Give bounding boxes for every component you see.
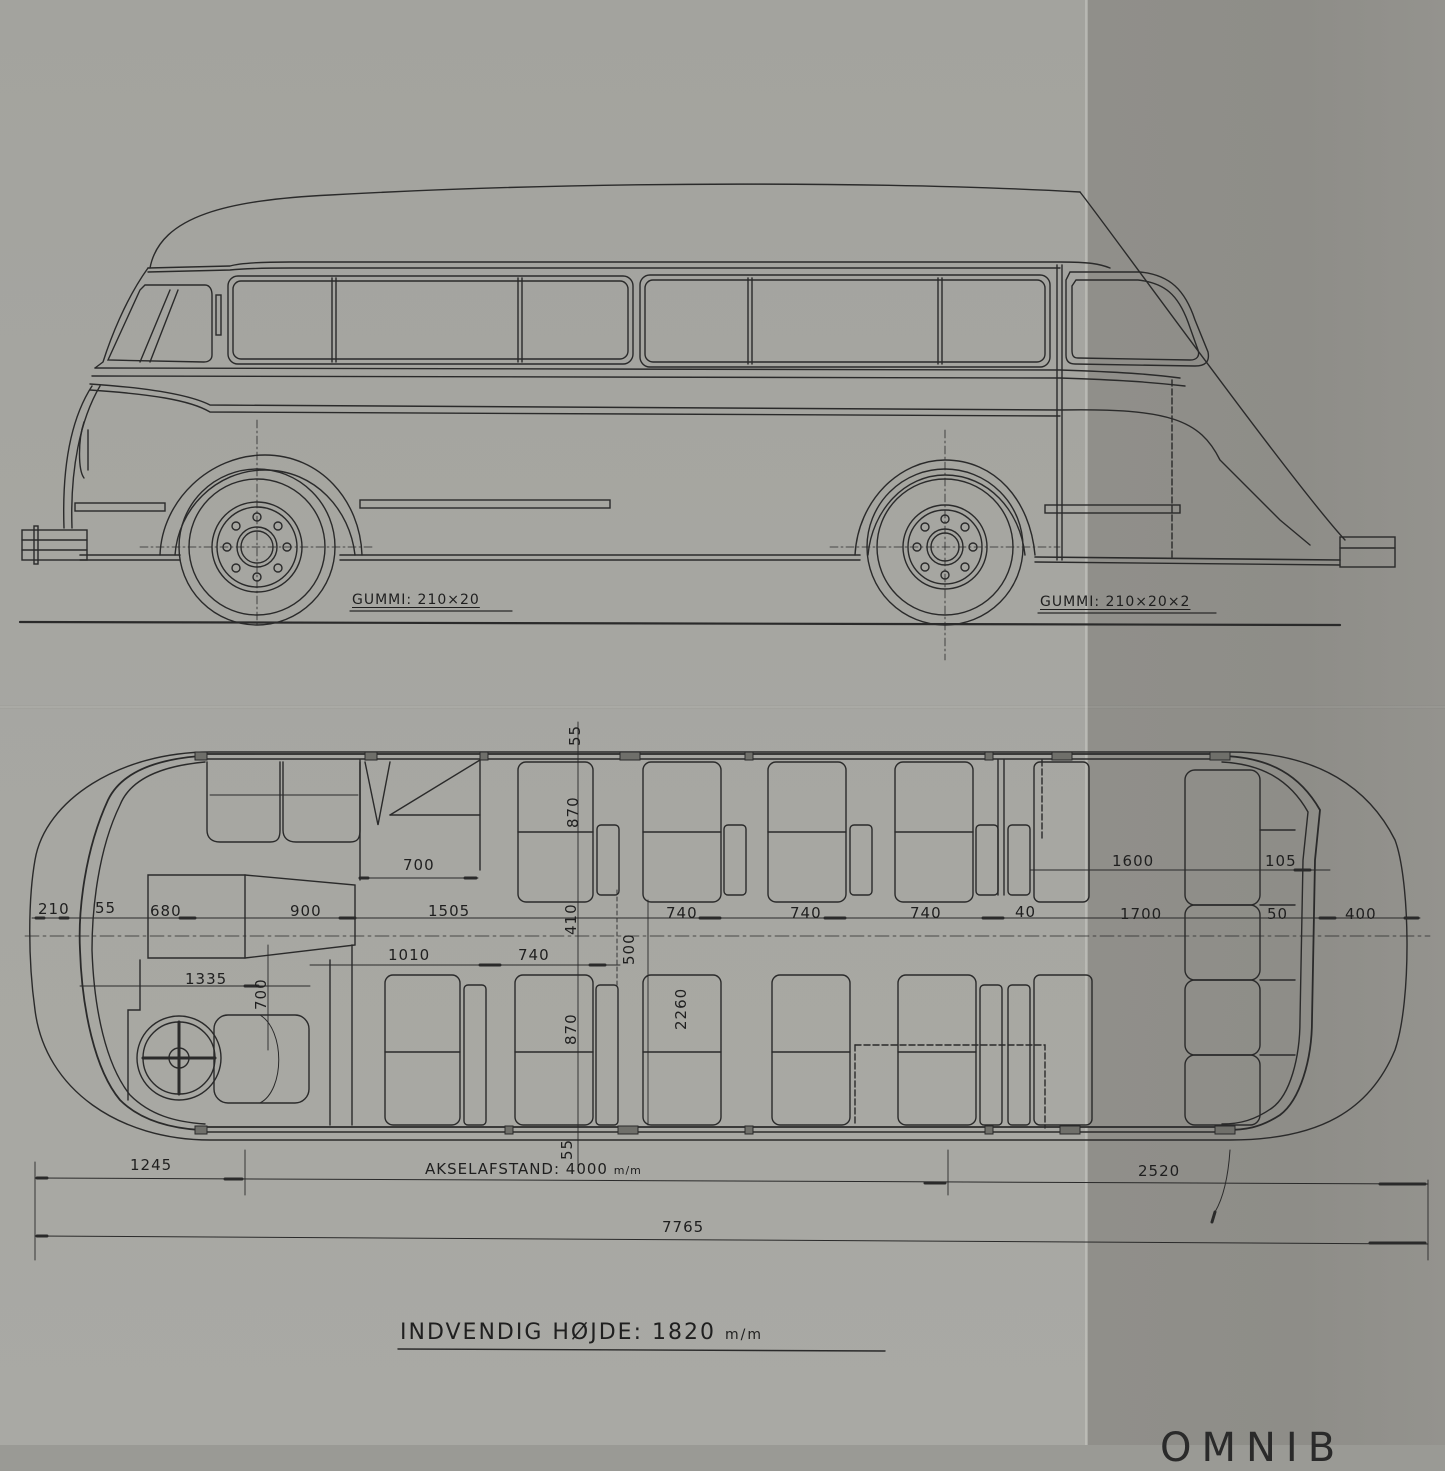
- wall-pillars: [194, 751, 1236, 1135]
- side-window-group-2: [639, 274, 1051, 368]
- overall-length-dim-line: [34, 1235, 1429, 1245]
- front-bumper: [21, 529, 88, 561]
- dim-seat-depth-lower: 870: [562, 1013, 580, 1045]
- dim-pitch-lower: 740: [518, 946, 550, 964]
- dim-rear-upper: 1600: [1112, 852, 1155, 870]
- interior-height-caption: INDVENDIG HØJDE: 1820 m/m: [400, 1320, 763, 1345]
- dim-pitch-1: 740: [666, 904, 698, 922]
- front-bench-seat-1: [206, 761, 281, 843]
- front-wall: [78, 755, 201, 1131]
- dim-pitch-3: 740: [910, 904, 942, 922]
- dim-partition: 40: [1015, 903, 1037, 921]
- dim-front-overhang-inner: 210: [38, 900, 70, 918]
- dim-aisle-width: 410: [562, 903, 580, 935]
- front-wheel-arch: [159, 454, 363, 556]
- dim-front-axle-offset: 1245: [130, 1156, 173, 1174]
- wheelbase-value: AKSELAFSTAND: 4000: [425, 1160, 608, 1178]
- dimension-arrows: [34, 868, 1420, 988]
- dim-steering-depth: 700: [252, 978, 270, 1010]
- paper-sheet-right-shadowed: [1087, 0, 1445, 1445]
- dim-rear-wall-upper: 105: [1265, 852, 1297, 870]
- title-block-partial: OMNIB: [1160, 1425, 1346, 1471]
- side-window-group-1: [227, 275, 634, 365]
- dim-driver-section: 680: [150, 902, 182, 920]
- overall-dimensions: [34, 1149, 1429, 1352]
- wheelbase-unit: m/m: [613, 1164, 642, 1177]
- passenger-seats-lower: [384, 974, 1093, 1129]
- dim-wall-top: 55: [566, 724, 584, 746]
- ground-line: [18, 620, 1342, 627]
- interior-height-value: INDVENDIG HØJDE: 1820: [400, 1320, 716, 1345]
- rear-bench-seat: [1184, 769, 1296, 1126]
- dim-door-width: 700: [403, 856, 435, 874]
- floor-plan: [24, 721, 1431, 1169]
- dim-rear-wall-lower: 50: [1267, 905, 1289, 923]
- paper-fold-vertical: [1085, 0, 1088, 1445]
- rear-tire-label: GUMMI: 210×20×2: [1040, 594, 1191, 610]
- mid-rubbing-strip: [359, 499, 611, 509]
- dim-row-front-lower: 1010: [388, 946, 431, 964]
- interior-height-unit: m/m: [724, 1327, 763, 1343]
- dim-aisle-front: 1505: [428, 902, 471, 920]
- driver-seat: [213, 1014, 310, 1104]
- dim-aisle-offset: 500: [620, 933, 638, 965]
- dim-engine-cover: 900: [290, 902, 322, 920]
- rear-rubbing-strip: [1044, 504, 1181, 514]
- front-rubbing-strip: [74, 502, 166, 512]
- front-face: [71, 385, 101, 529]
- dim-steering-offset: 1335: [185, 970, 228, 988]
- dim-pitch-2: 740: [790, 904, 822, 922]
- steering-wheel: [136, 1015, 222, 1101]
- paper-fold-horizontal: [0, 705, 1445, 709]
- rear-window: [1065, 271, 1210, 367]
- dim-wall-bottom: 55: [558, 1138, 576, 1160]
- dim-seat-depth-upper: 870: [564, 796, 582, 828]
- wheelbase-label: AKSELAFSTAND: 4000 m/m: [425, 1160, 642, 1178]
- paper-sheet-left: [0, 0, 1087, 1445]
- caption-underline: [397, 1348, 886, 1352]
- rear-slope: [1079, 191, 1346, 541]
- dim-rear-overhang-total: 2520: [1138, 1162, 1181, 1180]
- windscreen: [106, 284, 213, 363]
- passenger-seats-upper: [517, 759, 1090, 903]
- dim-overall-length: 7765: [662, 1218, 705, 1236]
- dim-rear-overhang: 400: [1345, 905, 1377, 923]
- side-elevation: [18, 183, 1396, 661]
- wheelbase-dim-line: [34, 1177, 1429, 1185]
- rear-wall: [1224, 755, 1321, 1131]
- front-bench-seat-2: [282, 761, 361, 843]
- roof-line: [149, 183, 1081, 269]
- rear-wheel-arch: [854, 459, 1036, 556]
- front-tire-label: GUMMI: 210×20: [352, 592, 480, 608]
- dim-inner-width: 2260: [672, 987, 690, 1030]
- rear-bumper: [1339, 536, 1396, 568]
- plan-outer-outline: [29, 751, 1408, 1141]
- dim-front-wall: 55: [95, 899, 117, 917]
- dim-rear-lower: 1700: [1120, 905, 1163, 923]
